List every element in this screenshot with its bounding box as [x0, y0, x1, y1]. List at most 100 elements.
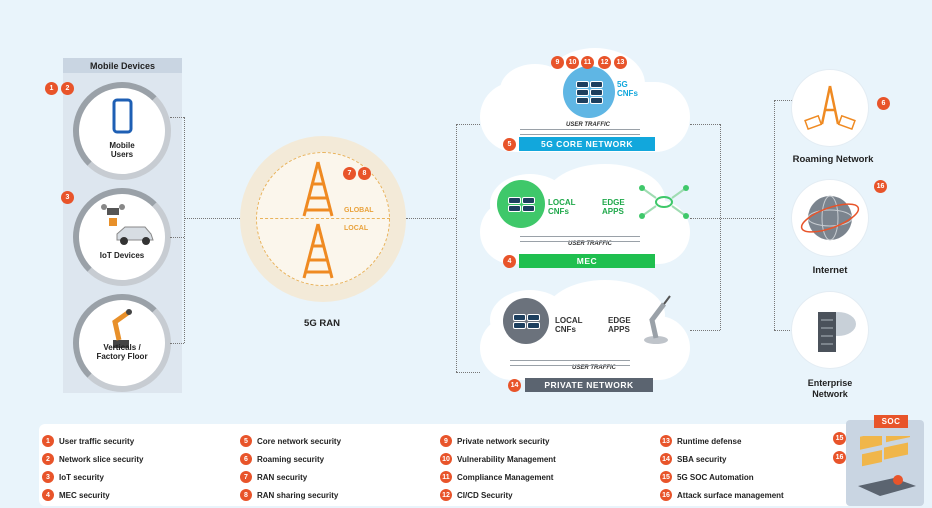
badge-4: 4 [503, 255, 516, 268]
roaming-circle [792, 70, 868, 146]
badge-14: 14 [508, 379, 521, 392]
legend-badge: 2 [42, 453, 54, 465]
badge-3: 3 [61, 191, 74, 204]
private-local-cnfs-label: LOCAL CNFs [555, 316, 583, 334]
legend-text: 5G SOC Automation [677, 472, 754, 482]
legend-badge: 8 [240, 489, 252, 501]
connector [720, 124, 721, 330]
legend-item: 2 Network slice security [42, 453, 143, 465]
badge-9: 9 [551, 56, 564, 69]
internet-label: Internet [812, 265, 848, 276]
local-tower-icon [302, 223, 334, 279]
mec-local-cnfs-label: LOCAL CNFs [548, 198, 576, 216]
globe-icon [800, 195, 860, 241]
connector [774, 330, 794, 331]
legend-text: Private network security [457, 436, 550, 446]
badge-11: 11 [581, 56, 594, 69]
core-traffic-label: USER TRAFFIC [566, 122, 610, 128]
badge-15: 15 [833, 432, 846, 445]
ran-label: 5G RAN [304, 318, 340, 329]
connector [170, 343, 184, 344]
soc-workstation-icon [858, 436, 916, 496]
global-label: GLOBAL [344, 207, 374, 214]
traffic-lines [510, 360, 630, 366]
legend-badge: 3 [42, 471, 54, 483]
badge-10: 10 [566, 56, 579, 69]
legend-badge: 14 [660, 453, 672, 465]
core-cnfs-label: 5G CNFs [617, 80, 638, 98]
badge-1: 1 [45, 82, 58, 95]
smartphone-icon [112, 98, 133, 134]
soc-label: SOC [874, 415, 908, 428]
badge-16: 16 [874, 180, 887, 193]
legend-badge: 11 [440, 471, 452, 483]
enterprise-network-label: Enterprise Network [807, 378, 853, 399]
private-edge-apps-label: EDGE APPS [608, 316, 631, 334]
mobile-devices-title: Mobile Devices [63, 58, 182, 73]
legend-text: SBA security [677, 454, 727, 464]
legend-item: 15 5G SOC Automation [660, 471, 754, 483]
legend-text: CI/CD Security [457, 490, 513, 500]
legend-text: MEC security [59, 490, 110, 500]
badge-13: 13 [614, 56, 627, 69]
mobile-users-ring [73, 82, 171, 180]
legend-badge: 16 [660, 489, 672, 501]
roaming-tower-icon [804, 85, 856, 131]
global-tower-icon [302, 161, 334, 217]
private-cnf-cluster-icon [503, 298, 549, 344]
connector [690, 124, 720, 125]
connector [456, 372, 480, 373]
enterprise-circle [792, 292, 868, 368]
private-network-bar: PRIVATE NETWORK [525, 378, 653, 392]
drone-network-icon [639, 185, 689, 219]
local-label: LOCAL [344, 225, 369, 232]
core-cnf-cluster-icon [563, 66, 615, 118]
traffic-lines [520, 129, 640, 135]
roaming-network-label: Roaming Network [792, 154, 874, 165]
drone-car-icon [101, 204, 154, 245]
legend-badge: 10 [440, 453, 452, 465]
legend-text: RAN sharing security [257, 490, 339, 500]
badge-5: 5 [503, 138, 516, 151]
legend-item: 3 IoT security [42, 471, 104, 483]
legend-text: IoT security [59, 472, 104, 482]
connector [774, 100, 775, 330]
legend-badge: 13 [660, 435, 672, 447]
legend-badge: 1 [42, 435, 54, 447]
connector [184, 117, 185, 343]
mec-bar: MEC [519, 254, 655, 268]
legend-badge: 15 [660, 471, 672, 483]
iot-devices-label: IoT Devices [99, 251, 145, 260]
legend-item: 8 RAN sharing security [240, 489, 338, 501]
legend-badge: 7 [240, 471, 252, 483]
legend-text: Core network security [257, 436, 342, 446]
internet-circle [792, 180, 868, 256]
robot-arm-icon [112, 309, 132, 348]
badge-12: 12 [598, 56, 611, 69]
badge-16-soc: 16 [833, 451, 846, 464]
legend-item: 14 SBA security [660, 453, 727, 465]
badge-8: 8 [358, 167, 371, 180]
connector [170, 237, 184, 238]
connector [690, 330, 720, 331]
cloud-bump [545, 280, 665, 350]
server-cloud-icon [818, 312, 856, 352]
iot-devices-ring [73, 188, 171, 286]
badge-7: 7 [343, 167, 356, 180]
legend-text: Network slice security [59, 454, 144, 464]
cloud-bump [545, 164, 665, 234]
connector [456, 124, 480, 125]
robot-arm-icon [644, 295, 671, 344]
badge-6: 6 [877, 97, 890, 110]
badge-2: 2 [61, 82, 74, 95]
connector [170, 117, 184, 118]
